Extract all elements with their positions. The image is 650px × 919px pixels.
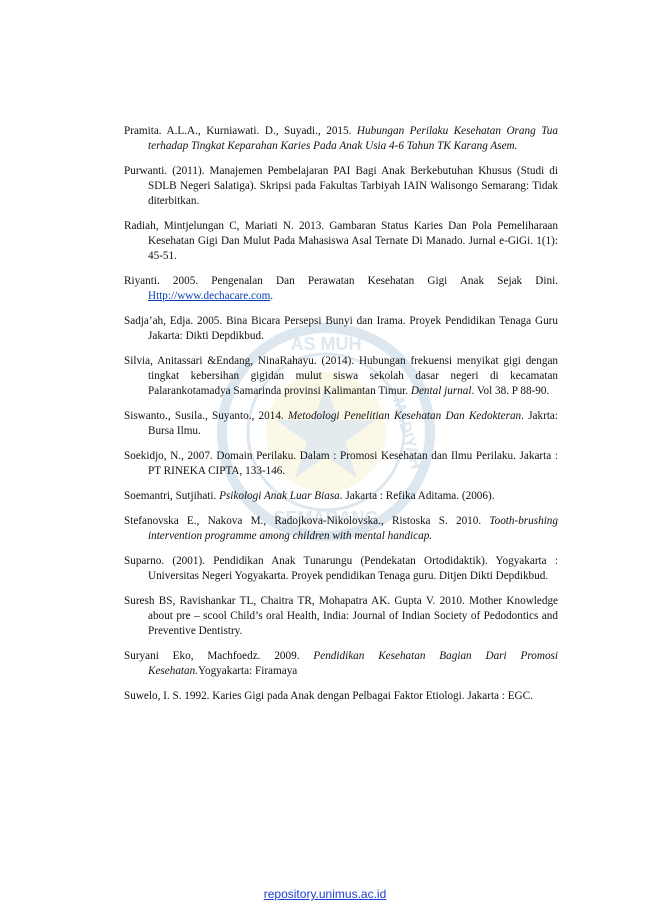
- reference-text: Suwelo, I. S. 1992. Karies Gigi pada Ana…: [124, 690, 533, 702]
- reference-list: Pramita. A.L.A., Kurniawati. D., Suyadi.…: [124, 124, 558, 714]
- reference-entry-suryani: Suryani Eko, Machfoedz. 2009. Pendidikan…: [124, 649, 558, 679]
- reference-title: Pendidikan Kesehatan Bagian Dari Promosi…: [148, 650, 558, 677]
- reference-entry-radiah: Radiah, Mintjelungan C, Mariati N. 2013.…: [124, 219, 558, 264]
- reference-text-tail: Yogyakarta: Firamaya: [198, 665, 298, 677]
- reference-title: Psikologi Anak Luar Biasa: [219, 490, 340, 502]
- reference-text: Soemantri, Sutjihati.: [124, 490, 220, 502]
- reference-text: Purwanti. (2011). Manajemen Pembelajaran…: [124, 165, 558, 207]
- reference-text-tail: . Jakarta : Refika Aditama. (2006).: [339, 490, 495, 502]
- reference-title: Tooth-brushing intervention programme am…: [148, 515, 558, 542]
- reference-entry-sadjaah: Sadja’ah, Edja. 2005. Bina Bicara Persep…: [124, 314, 558, 344]
- reference-entry-purwanti: Purwanti. (2011). Manajemen Pembelajaran…: [124, 164, 558, 209]
- reference-text: Suparno. (2001). Pendidikan Anak Tunarun…: [124, 555, 558, 582]
- reference-text: Riyanti. 2005. Pengenalan Dan Perawatan …: [124, 275, 558, 287]
- reference-entry-soemantri: Soemantri, Sutjihati. Psikologi Anak Lua…: [124, 489, 558, 504]
- dechacare-link[interactable]: Http://www.dechacare.com: [148, 290, 271, 302]
- page-footer: repository.unimus.ac.id: [0, 887, 650, 901]
- reference-text-tail: .: [270, 290, 274, 302]
- repository-link[interactable]: repository.unimus.ac.id: [263, 887, 387, 901]
- reference-title: Hubungan Perilaku Kesehatan Orang Tua te…: [148, 125, 558, 152]
- reference-entry-soekidjo: Soekidjo, N., 2007. Domain Perilaku. Dal…: [124, 449, 558, 479]
- reference-entry-suwelo: Suwelo, I. S. 1992. Karies Gigi pada Ana…: [124, 689, 558, 704]
- reference-entry-siswanto: Siswanto., Susila., Suyanto., 2014. Meto…: [124, 409, 558, 439]
- reference-text-tail: . Jakrta: Bursa Ilmu.: [148, 410, 559, 437]
- reference-entry-pramita: Pramita. A.L.A., Kurniawati. D., Suyadi.…: [124, 124, 558, 154]
- reference-title: Dental jurnal: [410, 385, 472, 397]
- reference-entry-stefanovska: Stefanovska E., Nakova M., Radojkova-Nik…: [124, 514, 558, 544]
- reference-title: Metodologi Penelitian Kesehatan Dan Kedo…: [287, 410, 522, 422]
- reference-text: Sadja’ah, Edja. 2005. Bina Bicara Persep…: [124, 315, 558, 342]
- reference-entry-suresh: Suresh BS, Ravishankar TL, Chaitra TR, M…: [124, 594, 558, 639]
- reference-text: Suresh BS, Ravishankar TL, Chaitra TR, M…: [124, 595, 558, 637]
- reference-text: Siswanto., Susila., Suyanto., 2014.: [124, 410, 288, 422]
- reference-entry-suparno: Suparno. (2001). Pendidikan Anak Tunarun…: [124, 554, 558, 584]
- reference-text: Radiah, Mintjelungan C, Mariati N. 2013.…: [124, 220, 558, 262]
- reference-text: Silvia, Anitassari &Endang, NinaRahayu. …: [124, 355, 558, 397]
- reference-entry-riyanti: Riyanti. 2005. Pengenalan Dan Perawatan …: [124, 274, 558, 304]
- reference-text: Pramita. A.L.A., Kurniawati. D., Suyadi.…: [124, 125, 357, 137]
- reference-text: Soekidjo, N., 2007. Domain Perilaku. Dal…: [124, 450, 558, 477]
- reference-text: Stefanovska E., Nakova M., Radojkova-Nik…: [124, 515, 490, 527]
- reference-text-tail: . Vol 38. P 88-90.: [471, 385, 550, 397]
- reference-text: Suryani Eko, Machfoedz. 2009.: [124, 650, 314, 662]
- reference-entry-silvia: Silvia, Anitassari &Endang, NinaRahayu. …: [124, 354, 558, 399]
